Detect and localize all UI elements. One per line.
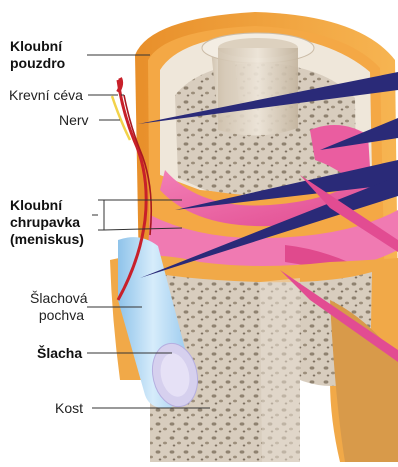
cartilage-label-line1: Kloubní xyxy=(10,197,62,214)
tendon-sheath-label-line2: pochva xyxy=(30,307,84,324)
nerve-label: Nerv xyxy=(59,112,89,129)
cartilage-label-line2: chrupavka xyxy=(10,214,80,231)
cartilage-label-line3: (meniskus) xyxy=(10,231,84,248)
joint-capsule-label-line1: Kloubní xyxy=(10,38,62,55)
blood-vessel-label: Krevní céva xyxy=(9,87,83,104)
joint-capsule-label-line2: pouzdro xyxy=(10,55,65,72)
bone-label: Kost xyxy=(55,400,83,417)
tendon-label: Šlacha xyxy=(37,345,82,362)
tendon-sheath-label-line1: Šlachová xyxy=(30,290,84,307)
